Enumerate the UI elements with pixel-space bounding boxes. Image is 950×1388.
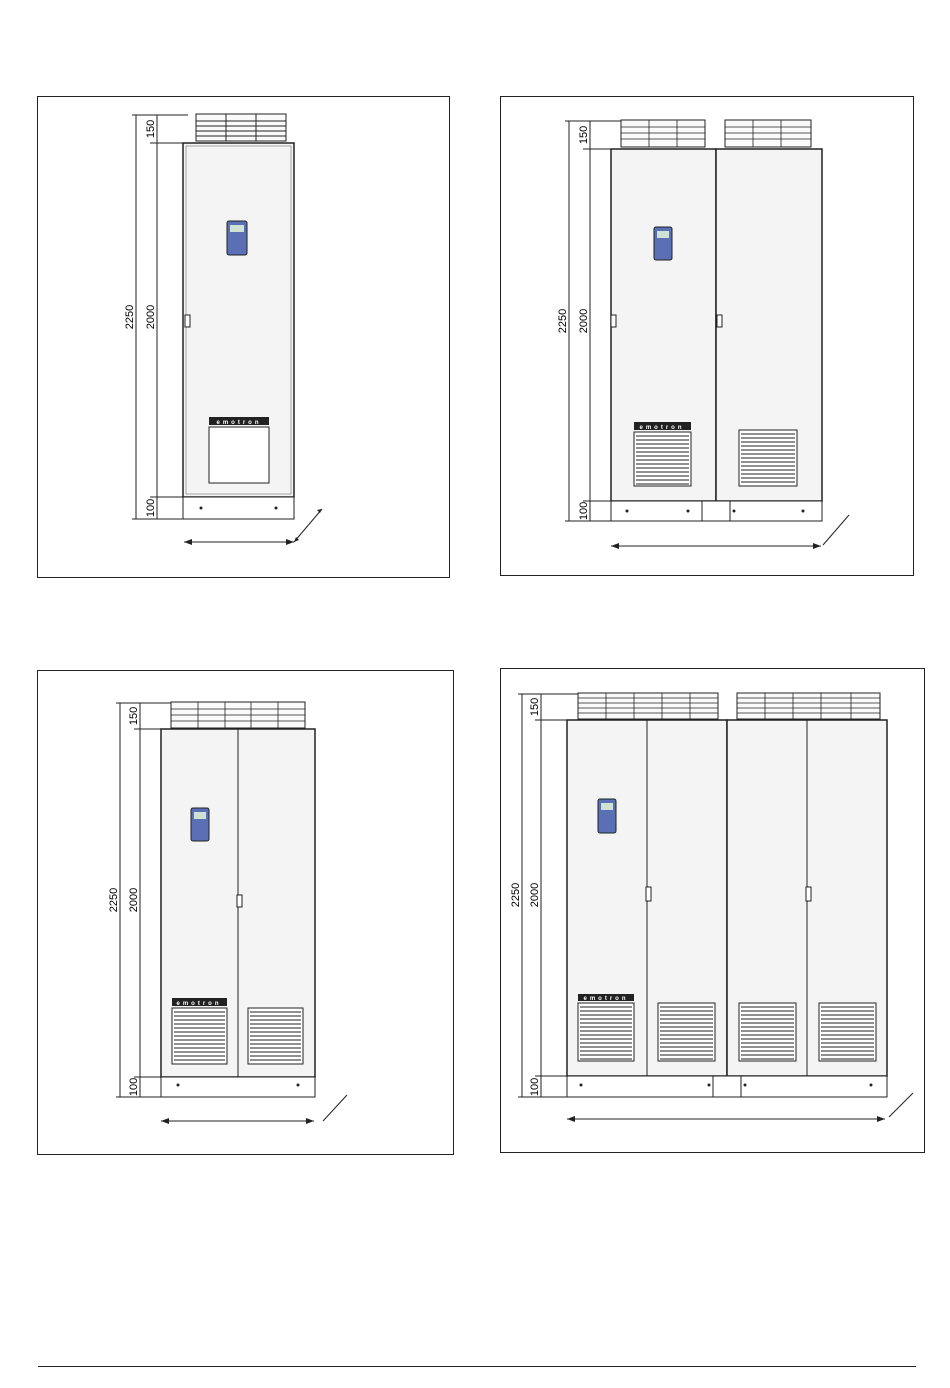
- brand-label: emotron: [217, 420, 262, 426]
- cabinet-drawing: emotron 2250 2000 150 100: [38, 97, 451, 579]
- cabinet-drawing: emotron 2250 2000 150 100: [501, 669, 926, 1154]
- cabinet-drawing: emotron 2250 2000 150 100: [38, 671, 455, 1156]
- dim-total: 2250: [124, 305, 136, 329]
- dim-cabinet: 2000: [128, 888, 140, 912]
- door-handle-icon: [646, 887, 651, 901]
- dim-top: 150: [128, 707, 140, 725]
- vent-grille: [578, 1003, 634, 1061]
- vent-grille: [739, 1003, 796, 1061]
- dim-base: 100: [145, 499, 157, 517]
- vent-grille: [658, 1003, 715, 1061]
- dim-top: 150: [145, 120, 157, 138]
- footer-rule: [38, 1366, 916, 1367]
- door-handle-icon: [237, 895, 242, 907]
- dim-cabinet: 2000: [145, 305, 157, 329]
- vent-grille: [819, 1003, 876, 1061]
- door-handle-icon: [185, 315, 190, 327]
- drawing-panel-double-door-cabinet: emotron 2250 2000 150 100: [37, 670, 454, 1155]
- drawing-panel-single-cabinet: emotron 2250 2000 150 100: [37, 96, 450, 578]
- dim-total: 2250: [557, 309, 569, 333]
- dim-top: 150: [529, 698, 541, 716]
- dim-total: 2250: [510, 883, 522, 907]
- brand-label: emotron: [640, 425, 685, 431]
- dim-cabinet: 2000: [578, 309, 590, 333]
- cabinet-drawing: emotron 2250 2000 150 100: [501, 97, 915, 577]
- dim-cabinet: 2000: [529, 883, 541, 907]
- dim-total: 2250: [108, 888, 120, 912]
- brand-label: emotron: [177, 1001, 222, 1007]
- door-handle-icon: [806, 887, 811, 901]
- dim-top: 150: [578, 126, 590, 144]
- door-handle-icon: [717, 315, 722, 327]
- brand-label: emotron: [584, 996, 629, 1002]
- dim-base: 100: [578, 502, 590, 520]
- vent-grille: [209, 427, 269, 483]
- dim-base: 100: [128, 1078, 140, 1096]
- dim-base: 100: [529, 1078, 541, 1096]
- door-handle-icon: [611, 315, 616, 327]
- drawing-panel-double-cabinet: emotron 2250 2000 150 100: [500, 96, 914, 576]
- drawing-panel-quad-cabinet: emotron 2250 2000 150 100: [500, 668, 925, 1153]
